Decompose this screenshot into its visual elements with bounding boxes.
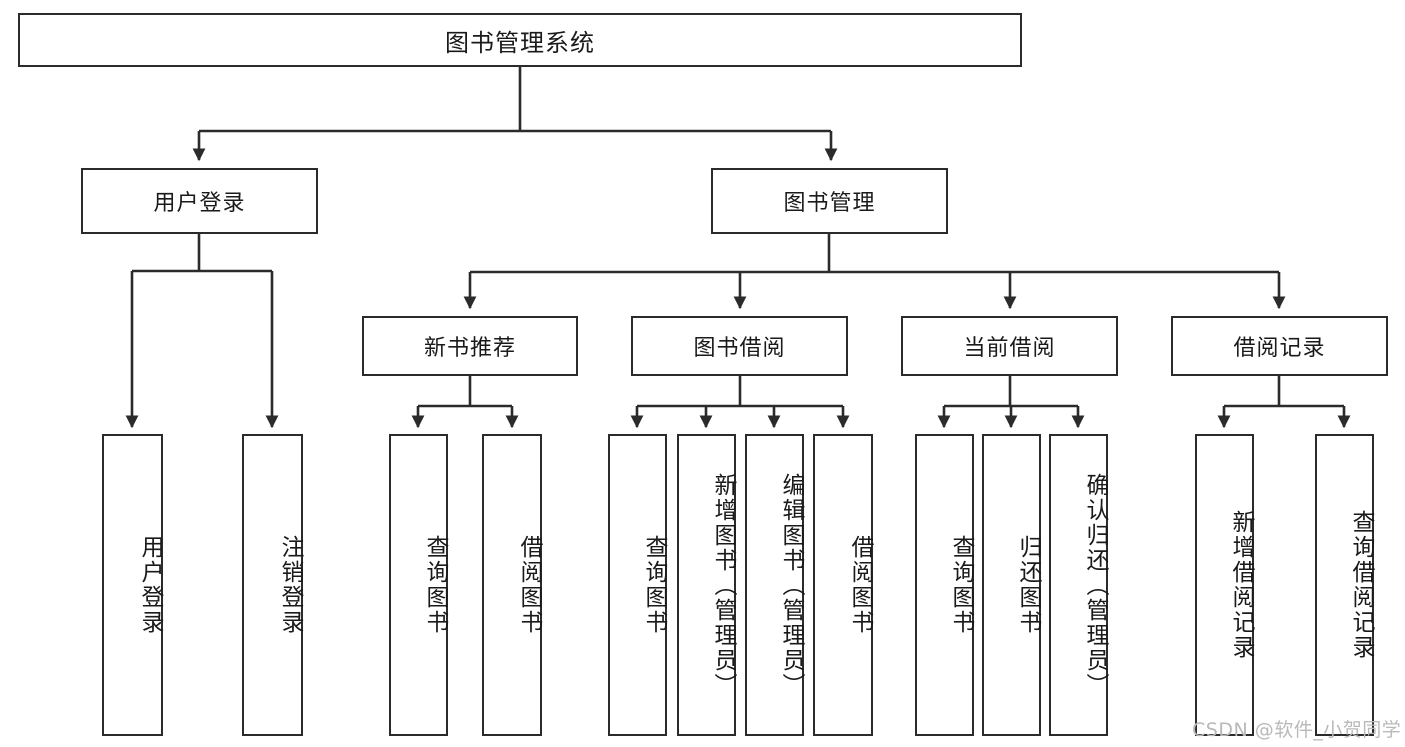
node-root-system[interactable]: 图书管理系统 (18, 13, 1022, 67)
node-label: 查询借阅记录 (1348, 510, 1374, 660)
leaf-user-login[interactable]: 用户登录 (102, 434, 163, 736)
node-label: 注销登录 (277, 535, 303, 635)
leaf-logout[interactable]: 注销登录 (242, 434, 303, 736)
node-label: 查询图书 (948, 535, 974, 635)
node-label: 编辑图书（管理员） (778, 472, 804, 698)
node-label: 用户登录 (153, 191, 246, 216)
node-label: 用户登录 (137, 535, 163, 635)
leaf-query-borrow-record[interactable]: 查询借阅记录 (1315, 434, 1374, 736)
node-book-management[interactable]: 图书管理 (711, 168, 948, 234)
leaf-borrow-book[interactable]: 借阅图书 (813, 434, 873, 736)
node-label: 新增图书（管理员） (710, 472, 736, 698)
node-label: 借阅图书 (847, 535, 873, 635)
leaf-query-book-current[interactable]: 查询图书 (915, 434, 974, 736)
node-current-borrow[interactable]: 当前借阅 (901, 316, 1118, 376)
node-label: 新书推荐 (423, 336, 516, 361)
node-label: 查询图书 (422, 535, 448, 635)
node-label: 图书管理系统 (445, 28, 595, 57)
leaf-query-book-recommend[interactable]: 查询图书 (389, 434, 448, 736)
node-label: 查询图书 (641, 535, 667, 635)
node-new-book-recommend[interactable]: 新书推荐 (362, 316, 578, 376)
node-label: 当前借阅 (963, 336, 1056, 361)
node-label: 图书借阅 (693, 336, 786, 361)
node-label: 确认归还（管理员） (1082, 472, 1108, 698)
node-label: 借阅记录 (1233, 336, 1326, 361)
node-user-login[interactable]: 用户登录 (81, 168, 318, 234)
leaf-borrow-book-recommend[interactable]: 借阅图书 (482, 434, 542, 736)
leaf-query-book-borrow[interactable]: 查询图书 (608, 434, 667, 736)
node-label: 归还图书 (1015, 535, 1041, 635)
leaf-confirm-return-admin[interactable]: 确认归还（管理员） (1049, 434, 1108, 736)
node-borrow-record[interactable]: 借阅记录 (1171, 316, 1388, 376)
node-label: 新增借阅记录 (1228, 510, 1254, 660)
leaf-add-borrow-record[interactable]: 新增借阅记录 (1195, 434, 1254, 736)
leaf-add-book-admin[interactable]: 新增图书（管理员） (677, 434, 736, 736)
leaf-return-book[interactable]: 归还图书 (982, 434, 1041, 736)
node-label: 借阅图书 (516, 535, 542, 635)
leaf-edit-book-admin[interactable]: 编辑图书（管理员） (745, 434, 804, 736)
node-book-borrow[interactable]: 图书借阅 (631, 316, 848, 376)
node-label: 图书管理 (783, 191, 876, 216)
